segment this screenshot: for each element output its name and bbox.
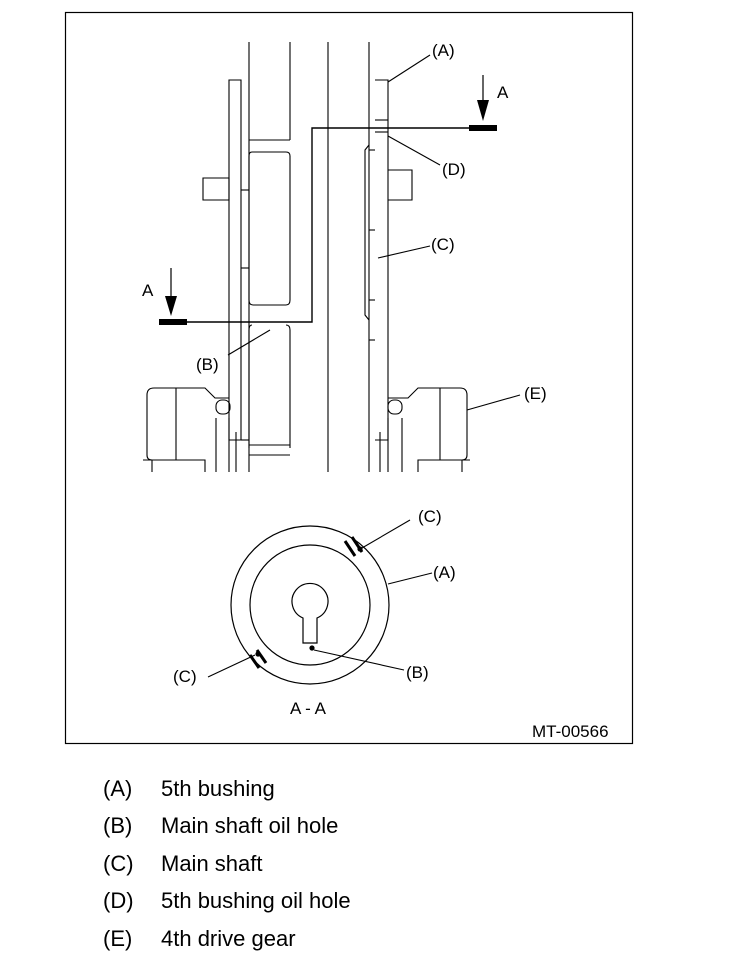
legend-item: (A) 5th bushing: [103, 770, 351, 808]
callout-c-top: (C): [431, 235, 455, 254]
figure-code: MT-00566: [532, 722, 609, 741]
legend-key: (C): [103, 850, 134, 876]
section-label: A - A: [290, 699, 327, 718]
legend-key: (B): [103, 813, 133, 839]
legend-item: (E) 4th drive gear: [103, 920, 351, 958]
legend-key: (A): [103, 775, 133, 801]
legend-text: Main shaft: [161, 850, 263, 876]
legend-item: (D) 5th bushing oil hole: [103, 883, 351, 921]
callout-a-section: (A): [433, 563, 456, 582]
callout-c-section-top: (C): [418, 507, 442, 526]
legend-list: (A) 5th bushing (B) Main shaft oil hole …: [103, 770, 351, 958]
legend-item: (B) Main shaft oil hole: [103, 808, 351, 846]
arrow-label-top: A: [497, 83, 509, 102]
figure-frame: [64, 11, 634, 745]
legend-text: Main shaft oil hole: [161, 813, 339, 839]
diagram-figure: (A) A (D) (C) A (B) (E) (C) (A) (C) (B) …: [64, 11, 634, 745]
legend-item: (C) Main shaft: [103, 845, 351, 883]
callout-b-section: (B): [406, 663, 429, 682]
section-cut-line: [159, 75, 497, 325]
section-view-aa: [207, 519, 433, 685]
callout-b-top: (B): [196, 355, 219, 374]
legend-text: 4th drive gear: [161, 925, 296, 951]
callout-c-section-left: (C): [173, 667, 197, 686]
callout-d: (D): [442, 160, 466, 179]
callout-e: (E): [524, 384, 547, 403]
arrow-label-left: A: [142, 281, 154, 300]
legend-key: (E): [103, 925, 133, 951]
legend-key: (D): [103, 888, 134, 914]
callout-a-top: (A): [432, 41, 455, 60]
shaft-cross-section: [143, 42, 470, 472]
legend-text: 5th bushing oil hole: [161, 888, 351, 914]
upper-leader-lines: [227, 54, 521, 411]
legend-text: 5th bushing: [161, 775, 275, 801]
